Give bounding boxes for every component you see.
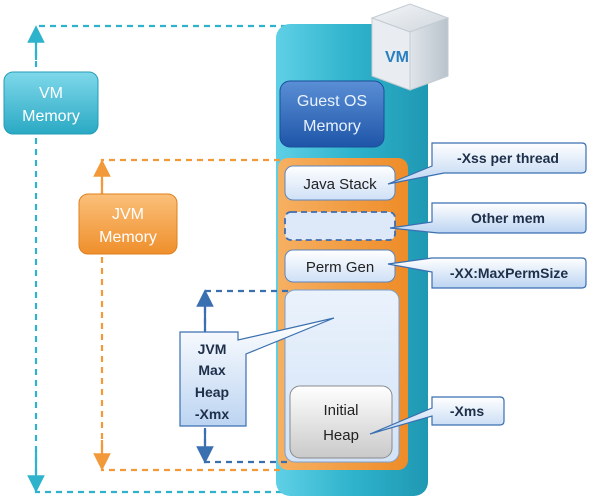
- jvm-max-heap-line4: -Xmx: [195, 406, 229, 422]
- jvm-memory-label-line2: Memory: [99, 229, 157, 246]
- initial-heap-label-line1: Initial: [323, 402, 358, 419]
- vm-memory-label-line1: VM: [39, 85, 63, 102]
- jvm-max-heap-line3: Heap: [195, 384, 229, 400]
- jvm-memory-extent: [93, 158, 280, 472]
- xss-callout-text: -Xss per thread: [457, 150, 559, 166]
- vm-badge: VM: [385, 49, 409, 66]
- jvm-memory-label-box: [78, 193, 178, 255]
- initial-heap-box: [289, 385, 393, 459]
- jvm-max-heap-line1: JVM: [198, 341, 227, 357]
- other-mem-callout-text: Other mem: [471, 210, 545, 226]
- other-mem-callout: [389, 202, 587, 234]
- jvm-max-heap-callout: [179, 317, 335, 427]
- xms-callout: [369, 396, 505, 435]
- max-perm-size-callout: [387, 257, 587, 289]
- vm-memory-extent: [27, 24, 320, 494]
- xss-callout: [387, 142, 587, 185]
- java-stack-label: Java Stack: [303, 176, 377, 193]
- jvm-memory-label-line1: JVM: [112, 206, 144, 223]
- vm-memory-label-line2: Memory: [22, 108, 80, 125]
- perm-gen-box: [284, 249, 396, 283]
- vm-cube-icon: VM: [370, 3, 450, 91]
- guest-os-memory-box: [279, 80, 385, 148]
- guest-os-label-line2: Memory: [303, 118, 361, 135]
- vm-memory-label-box: [3, 71, 99, 135]
- perm-gen-label: Perm Gen: [306, 259, 374, 276]
- jvm-max-heap-line2: Max: [198, 362, 225, 378]
- max-perm-size-callout-text: -XX:MaxPermSize: [450, 265, 568, 281]
- xms-callout-text: -Xms: [450, 403, 484, 419]
- other-mem-box: [284, 211, 396, 241]
- initial-heap-label-line2: Heap: [323, 427, 359, 444]
- guest-os-label-line1: Guest OS: [297, 93, 367, 110]
